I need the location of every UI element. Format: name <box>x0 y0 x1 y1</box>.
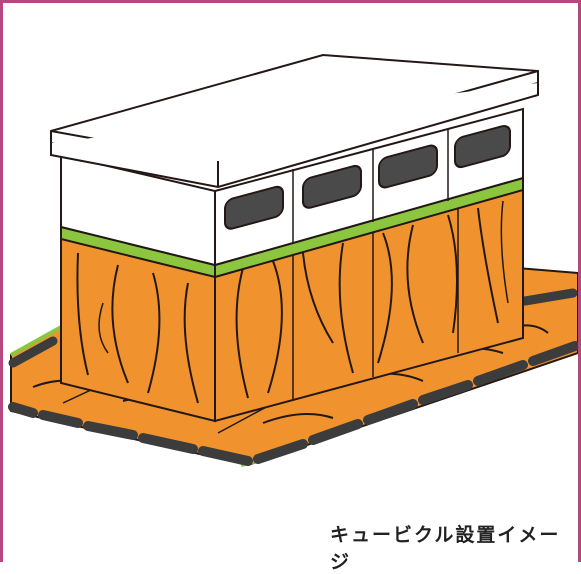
caption: キュービクル設置イメージ <box>330 524 561 573</box>
cabinet-vents <box>224 124 511 230</box>
cubicle-illustration <box>8 53 578 467</box>
frame-border-left <box>0 0 3 562</box>
cabinet-roof <box>50 53 539 189</box>
frame-border-top <box>0 0 581 3</box>
frame-border-right <box>578 0 581 562</box>
illustration-frame <box>0 0 581 562</box>
orange-cover <box>60 183 524 423</box>
cabinet-body <box>60 107 524 267</box>
